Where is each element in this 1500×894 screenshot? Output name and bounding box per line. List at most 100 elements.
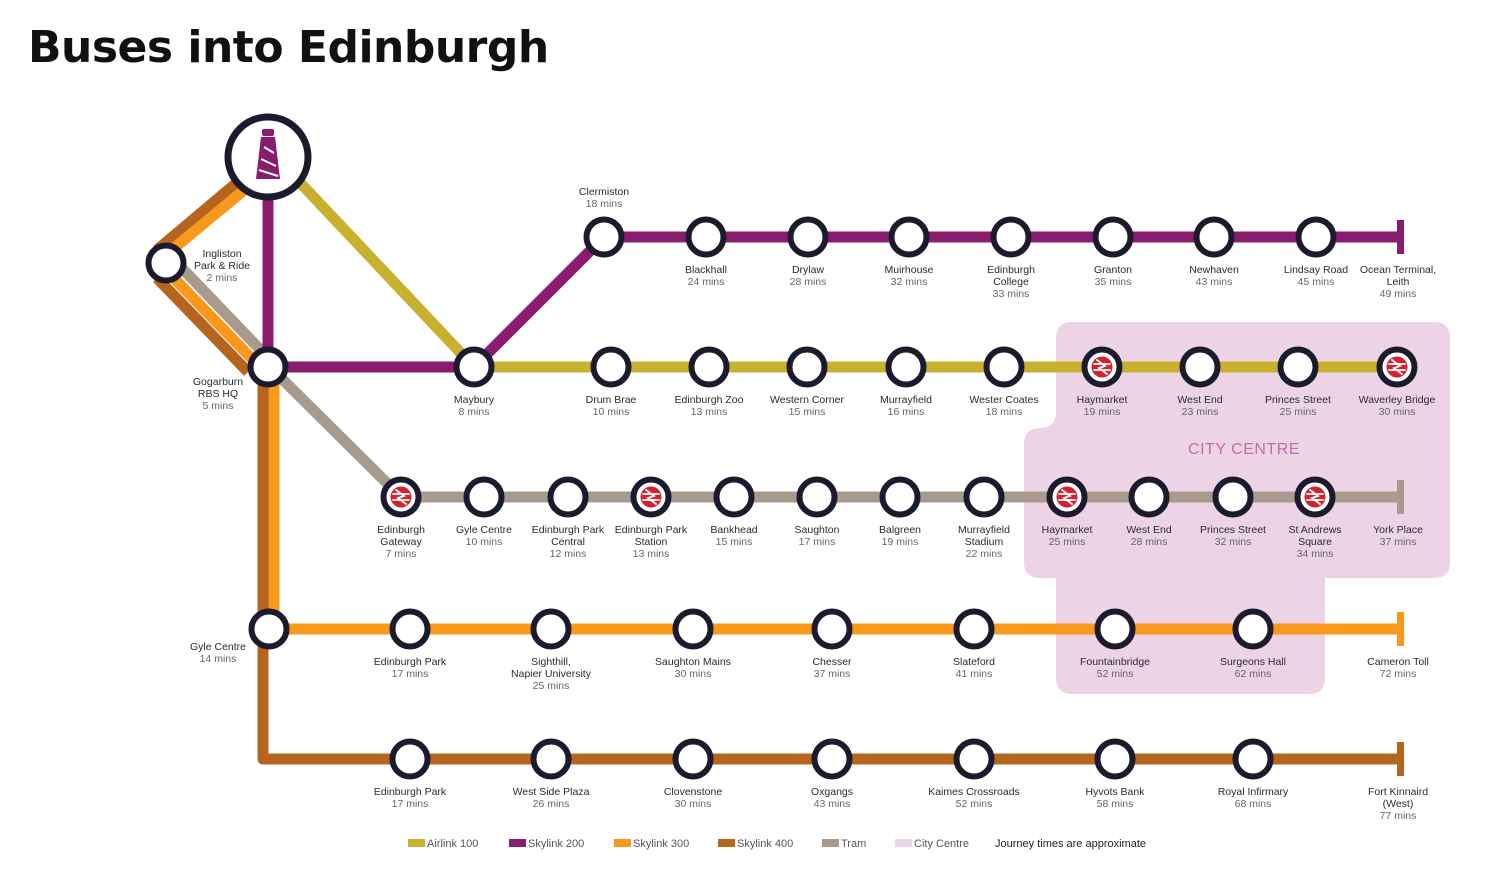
legend-label: Airlink 100 bbox=[427, 838, 478, 850]
station-skylink400-4 bbox=[953, 738, 995, 780]
hub-gyle-centre bbox=[248, 608, 290, 650]
station-tram-7-ring bbox=[963, 476, 1005, 518]
station-skylink200-5 bbox=[1092, 216, 1134, 258]
station-name: Edinburgh Zoo bbox=[675, 394, 744, 406]
station-skylink400-6 bbox=[1232, 738, 1274, 780]
station-name: Kaimes Crossroads bbox=[928, 786, 1020, 798]
national-rail-symbol bbox=[1306, 489, 1324, 505]
station-skylink200-4-ring bbox=[990, 216, 1032, 258]
station-name: Gyle Centre bbox=[456, 524, 512, 536]
station-skylink300-2-ring bbox=[672, 608, 714, 650]
airport-hub bbox=[224, 113, 312, 201]
station-skylink300-1 bbox=[530, 608, 572, 650]
station-name: Murrayfield bbox=[958, 524, 1010, 536]
station-airlink-0-ring bbox=[453, 346, 495, 388]
station-name: Edinburgh Park bbox=[615, 524, 688, 536]
legend-swatch bbox=[408, 839, 425, 847]
station-time: 7 mins bbox=[386, 548, 417, 560]
national-rail-symbol bbox=[1093, 359, 1111, 375]
station-name: Murrayfield bbox=[880, 394, 932, 406]
station-skylink200-0-ring bbox=[583, 216, 625, 258]
station-name: Stadium bbox=[965, 536, 1004, 548]
station-airlink-5-ring bbox=[983, 346, 1025, 388]
station-name: St Andrews bbox=[1288, 524, 1341, 536]
station-skylink300-2 bbox=[672, 608, 714, 650]
station-name: Princes Street bbox=[1265, 394, 1331, 406]
station-name: Saughton bbox=[795, 524, 840, 536]
station-tram-4 bbox=[713, 476, 755, 518]
station-airlink-6 bbox=[1081, 346, 1123, 388]
station-time: 28 mins bbox=[790, 276, 827, 288]
skylink400-terminal-bar bbox=[1397, 742, 1404, 776]
station-skylink300-5-ring bbox=[1094, 608, 1136, 650]
station-name: Edinburgh bbox=[987, 264, 1035, 276]
tram-ingliston-connector bbox=[174, 260, 275, 365]
station-airlink-2 bbox=[688, 346, 730, 388]
station-skylink200-7-ring bbox=[1295, 216, 1337, 258]
station-time: 33 mins bbox=[993, 288, 1030, 300]
station-airlink-8-ring bbox=[1277, 346, 1319, 388]
station-skylink400-5-ring bbox=[1094, 738, 1136, 780]
station-skylink300-4-ring bbox=[953, 608, 995, 650]
station-skylink300-5 bbox=[1094, 608, 1136, 650]
station-time: 32 mins bbox=[1215, 536, 1252, 548]
station-time: 23 mins bbox=[1182, 406, 1219, 418]
station-name: Clovenstone bbox=[664, 786, 723, 798]
station-time: 26 mins bbox=[533, 798, 570, 810]
station-time: 28 mins bbox=[1131, 536, 1168, 548]
station-time: 35 mins bbox=[1095, 276, 1132, 288]
legend-item: Skylink 200 bbox=[509, 838, 584, 850]
airport-tower-icon bbox=[256, 129, 280, 179]
station-time: 19 mins bbox=[882, 536, 919, 548]
station-time: 62 mins bbox=[1235, 668, 1272, 680]
station-skylink300-0-ring bbox=[389, 608, 431, 650]
station-name: Maybury bbox=[454, 394, 495, 406]
station-time: 25 mins bbox=[1280, 406, 1317, 418]
station-time: 15 mins bbox=[716, 536, 753, 548]
station-skylink200-1-ring bbox=[685, 216, 727, 258]
station-time: 16 mins bbox=[888, 406, 925, 418]
station-time: 17 mins bbox=[799, 536, 836, 548]
station-time: 45 mins bbox=[1298, 276, 1335, 288]
station-name: Haymarket bbox=[1042, 524, 1093, 536]
station-skylink400-0 bbox=[389, 738, 431, 780]
station-name: Hyvots Bank bbox=[1086, 786, 1146, 798]
station-name: Lindsay Road bbox=[1284, 264, 1348, 276]
station-time: 19 mins bbox=[1084, 406, 1121, 418]
station-time: 8 mins bbox=[459, 406, 490, 418]
station-name: Gyle Centre bbox=[190, 641, 246, 653]
station-name: York Place bbox=[1373, 524, 1423, 536]
legend-item: Skylink 300 bbox=[614, 838, 689, 850]
station-name: (West) bbox=[1383, 798, 1414, 810]
station-skylink400-6-ring bbox=[1232, 738, 1274, 780]
legend-label: City Centre bbox=[914, 838, 969, 850]
national-rail-symbol bbox=[392, 489, 410, 505]
tram-terminal-bar bbox=[1397, 480, 1404, 514]
station-name: Waverley Bridge bbox=[1359, 394, 1436, 406]
station-name: Station bbox=[635, 536, 668, 548]
station-airlink-0 bbox=[453, 346, 495, 388]
station-time: 22 mins bbox=[966, 548, 1003, 560]
station-tram-11 bbox=[1294, 476, 1336, 518]
station-name: Chesser bbox=[812, 656, 852, 668]
station-time: 77 mins bbox=[1380, 810, 1417, 822]
station-time: 37 mins bbox=[814, 668, 851, 680]
station-skylink200-3 bbox=[888, 216, 930, 258]
